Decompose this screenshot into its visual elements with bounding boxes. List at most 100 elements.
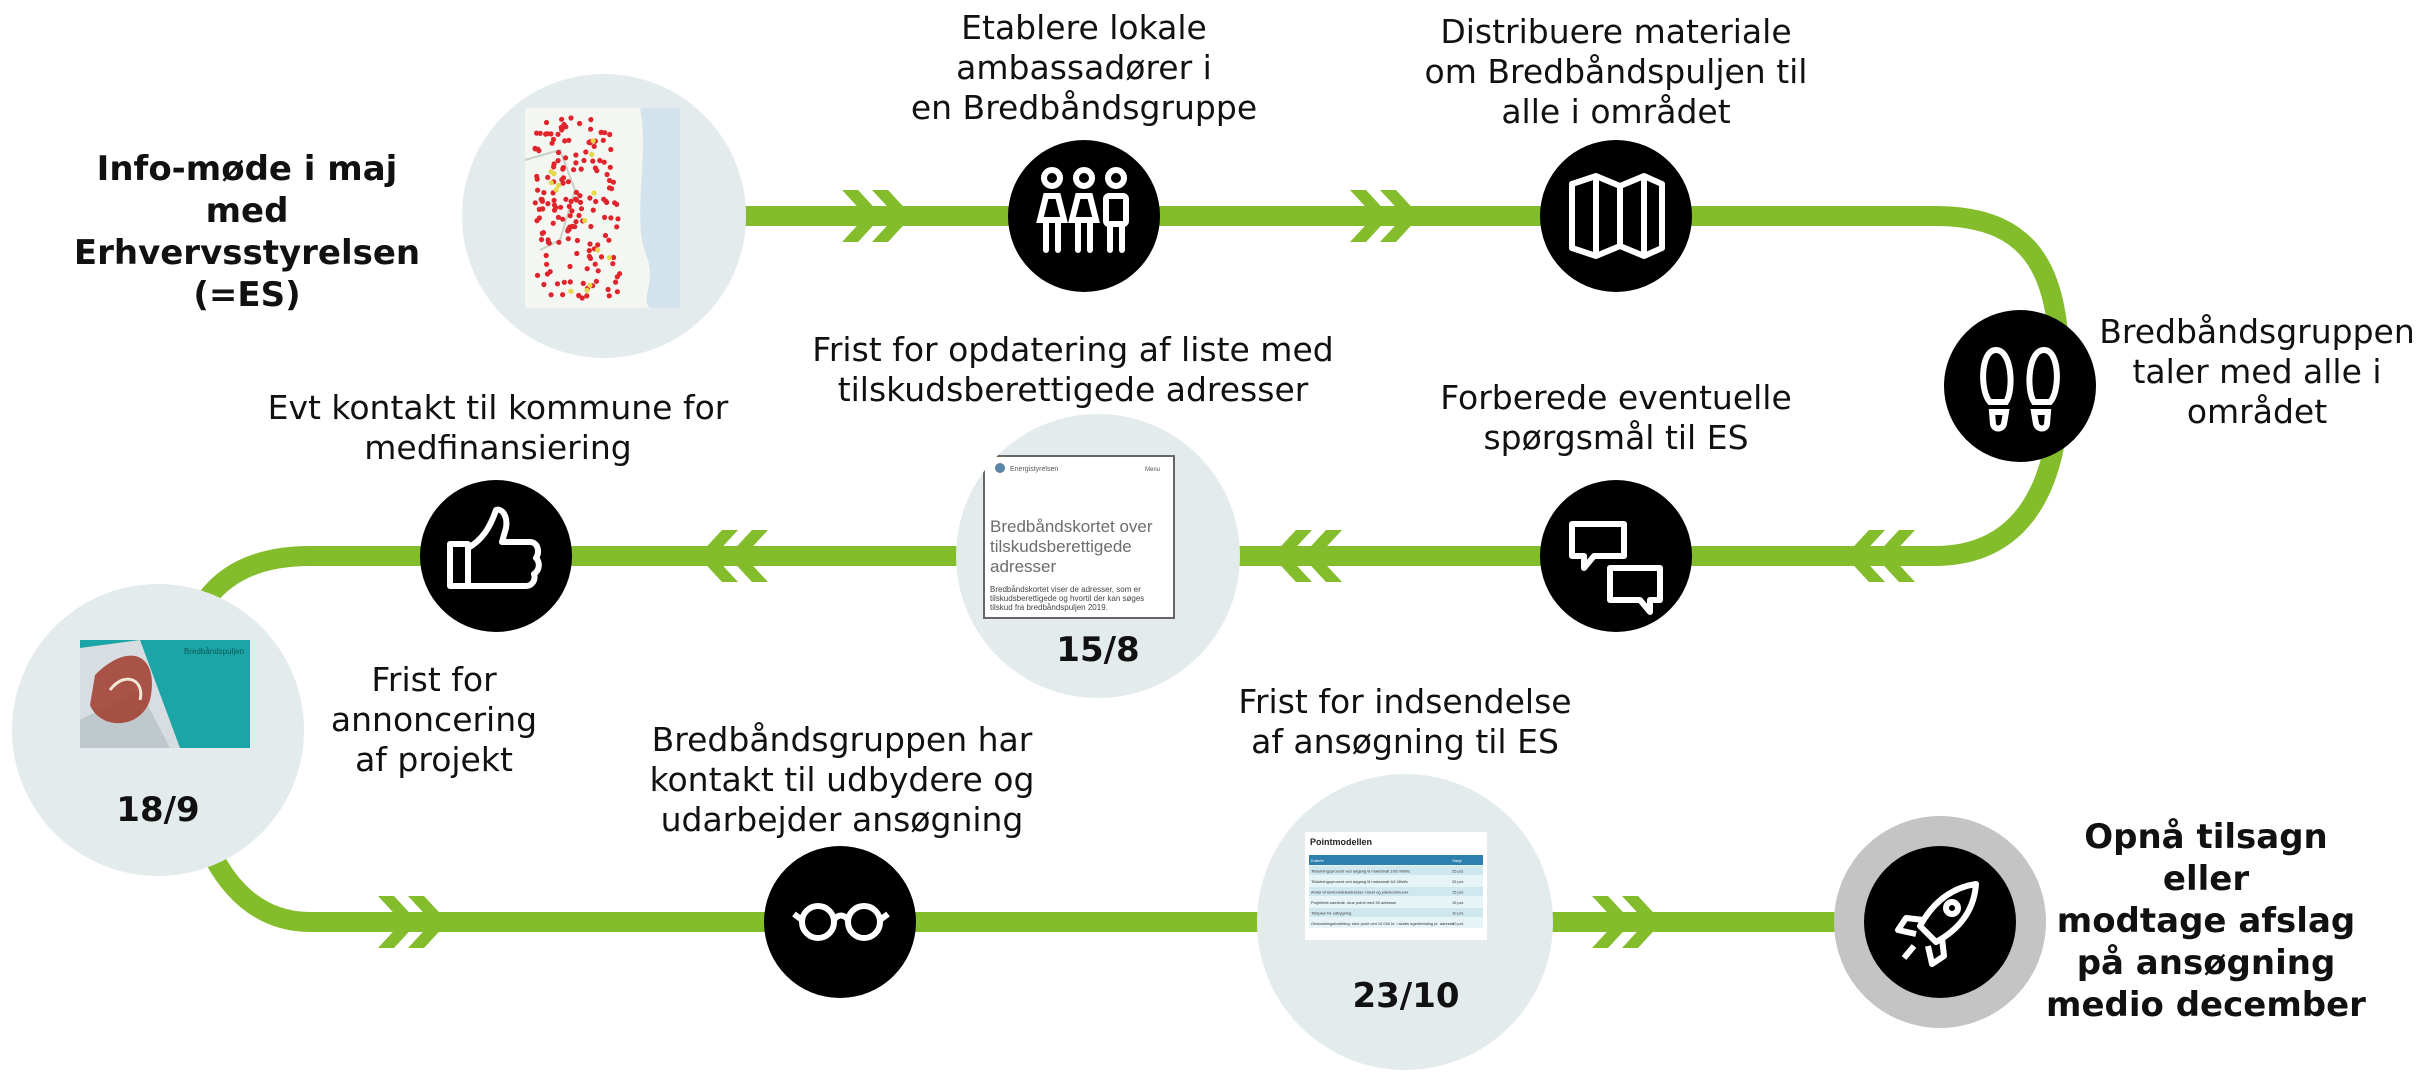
list-deadline-date: 15/8 <box>1056 630 1140 670</box>
label-line: Opnå tilsagn eller <box>2084 817 2328 899</box>
map-dot <box>606 185 613 191</box>
map-dot <box>555 149 562 156</box>
map-dot <box>541 190 547 196</box>
map-dot <box>607 164 613 170</box>
map-dot <box>560 292 566 298</box>
map-dot <box>551 197 557 203</box>
ambassadors-node <box>1008 140 1160 292</box>
label-line: Bredbåndsgruppen har <box>651 720 1033 759</box>
chevron-right-2 <box>1350 190 1420 242</box>
label-line: Distribuere materiale <box>1440 12 1792 51</box>
map-dot <box>540 230 547 236</box>
map-thumbnail <box>524 108 680 308</box>
map-dot <box>613 279 619 285</box>
agency-name: Energistyrelsen <box>1010 466 1058 473</box>
map-dot <box>568 115 574 121</box>
map-dot <box>565 236 571 242</box>
map-dot <box>532 146 538 152</box>
map-dot <box>602 232 609 239</box>
menu-text: Menu <box>1145 467 1160 473</box>
announce-node: Bredbåndspuljen <box>12 584 304 876</box>
map-dot <box>565 179 572 185</box>
map-dot <box>586 248 592 254</box>
map-dot <box>565 228 571 234</box>
chevron-left-2 <box>1272 530 1342 582</box>
map-dot <box>576 212 582 219</box>
map-dot <box>590 207 596 213</box>
map-dot <box>610 261 616 267</box>
table-cell: 10 pct. <box>1452 921 1464 926</box>
map-dot <box>574 237 581 244</box>
label-line: området <box>2186 392 2328 431</box>
label-line: spørgsmål til ES <box>1483 418 1749 457</box>
map-dot <box>535 187 541 193</box>
map-dot <box>606 237 612 243</box>
label-line: Evt kontakt til kommune for <box>267 388 729 427</box>
map-dot <box>546 240 552 246</box>
map-dot <box>587 282 593 288</box>
distribute-node <box>1540 140 1692 292</box>
map-dot <box>587 195 593 201</box>
map-dot <box>556 239 562 245</box>
map-dot <box>590 138 596 144</box>
folded-map-icon <box>1569 173 1665 259</box>
table-cell: 25 pct. <box>1452 879 1464 884</box>
map-dot <box>569 208 575 214</box>
map-dot <box>576 292 582 299</box>
map-dot <box>563 196 569 202</box>
map-dot <box>549 140 555 146</box>
map-dot <box>588 223 594 230</box>
map-dot <box>598 129 604 135</box>
map-dot <box>591 143 597 149</box>
map-dot <box>538 237 545 243</box>
table-cell: 25 pct. <box>1452 869 1464 874</box>
map-dot <box>567 213 573 219</box>
table-row <box>1309 918 1483 928</box>
map-dot <box>558 124 564 130</box>
label-line: af projekt <box>355 740 513 779</box>
label-line: udarbejder ansøgning <box>660 800 1024 839</box>
map-dot <box>554 281 561 287</box>
chevron-right-3 <box>378 896 448 948</box>
map-dot <box>571 167 577 173</box>
speech-bubbles-icon <box>1569 521 1663 615</box>
map-dot <box>595 242 601 248</box>
map-dot <box>582 217 588 224</box>
map-dot <box>560 166 566 172</box>
map-dot <box>614 201 620 207</box>
map-dot <box>574 250 580 257</box>
label-line: (=ES) <box>193 275 301 315</box>
map-dot <box>572 224 578 230</box>
table-row <box>1309 876 1483 886</box>
map-dot <box>584 287 590 293</box>
map-dot <box>577 120 583 127</box>
card-body: Bredbåndskortet viser de adresser, som e… <box>990 585 1144 612</box>
map-dot <box>591 190 597 196</box>
map-dot <box>558 204 564 210</box>
label-line: ambassadører i <box>956 48 1212 87</box>
label-line: Frist for opdatering af liste med <box>812 330 1334 369</box>
map-dot <box>602 214 608 220</box>
map-dot <box>550 220 556 226</box>
map-dot <box>539 197 545 203</box>
map-dot <box>581 157 587 164</box>
map-dot <box>573 189 580 195</box>
map-dot <box>608 146 614 153</box>
map-dot <box>611 254 617 261</box>
table-cell: 10 pct. <box>1452 911 1464 916</box>
info-meeting-node <box>462 74 746 358</box>
label-line: medio december <box>2046 985 2366 1025</box>
label-line: tilskudsberettigede adresser <box>837 370 1309 409</box>
chevron-left-3 <box>698 530 768 582</box>
map-dot <box>614 224 620 230</box>
map-dot <box>606 177 613 184</box>
label-line: Info-møde i maj med <box>96 149 398 231</box>
map-dot <box>584 293 590 299</box>
map-dot <box>532 200 538 206</box>
map-dot <box>586 139 592 145</box>
label-line: annoncering <box>330 700 538 739</box>
